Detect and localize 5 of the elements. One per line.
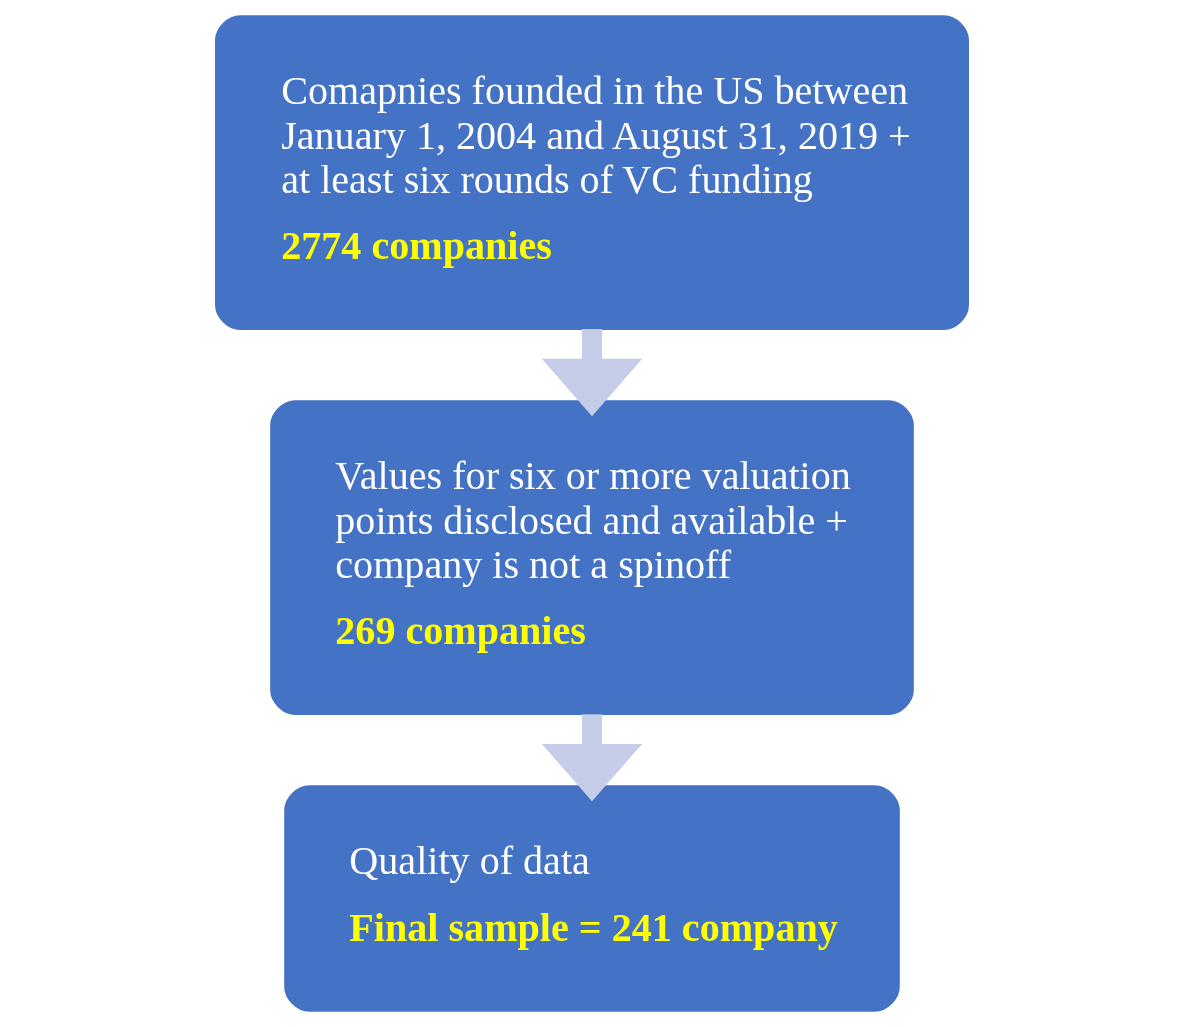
node-box: Quality of data Final sample = 241 company (283, 785, 900, 1012)
arrow (541, 329, 642, 417)
node-box: Comapnies founded in the US between January 1, 2004 and August 31, 2019 + at least six rounds of VC funding 2774 companies (214, 15, 969, 331)
arrow (541, 714, 642, 802)
node-box: Values for six or more valuation points disclosed and available + company is not a spinoff 269 companies (269, 400, 914, 716)
